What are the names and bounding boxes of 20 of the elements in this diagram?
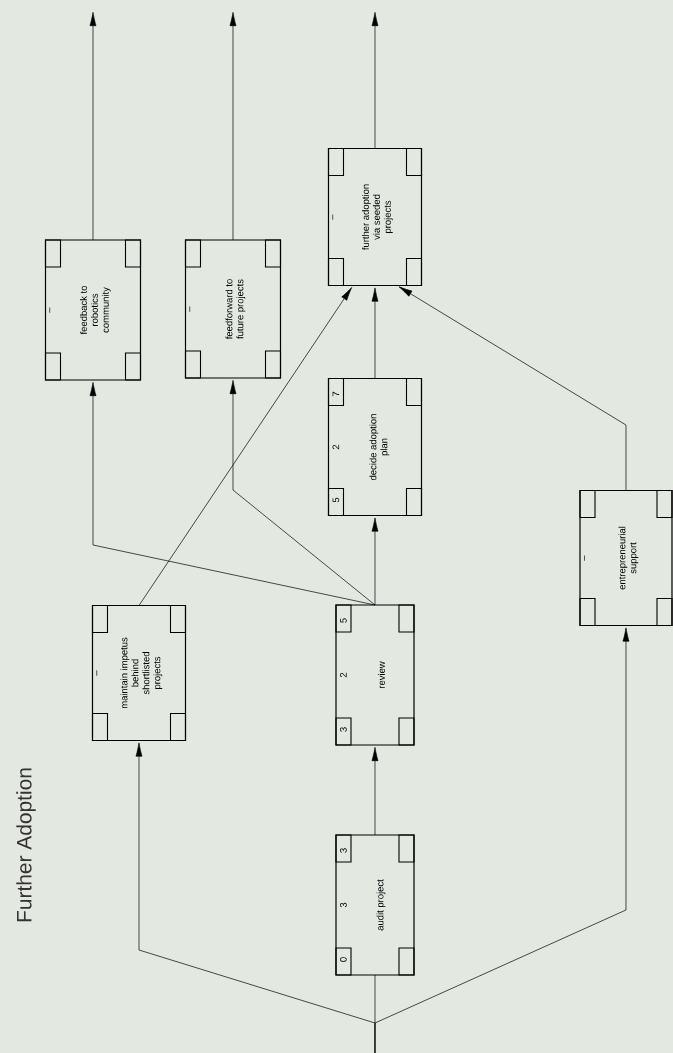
activity-box: – feedback to robotics community bbox=[44, 239, 142, 381]
arrow bbox=[89, 382, 376, 606]
arrow bbox=[374, 627, 630, 1053]
activity-box: – entrepreneurial support bbox=[579, 489, 673, 627]
arrow bbox=[89, 12, 97, 241]
activity-box: 0 3 3 audit project bbox=[335, 834, 415, 976]
activity-box: – feedforward to future projects bbox=[184, 239, 282, 379]
activity-box: – maintain impetus behind shortlisted projects bbox=[91, 604, 187, 742]
arrow bbox=[371, 747, 379, 836]
arrow bbox=[371, 287, 379, 379]
activity-box: 3 2 5 review bbox=[335, 604, 415, 746]
arrow bbox=[371, 12, 379, 149]
arrow bbox=[229, 12, 237, 241]
arrow bbox=[398, 286, 627, 491]
activity-box: 5 2 7 decide adoption plan bbox=[327, 377, 423, 517]
arrow bbox=[371, 517, 379, 606]
arrow bbox=[138, 287, 352, 606]
title: Further Adoption bbox=[16, 768, 36, 922]
arrow bbox=[229, 380, 376, 606]
activity-box: – further adoption via seeded projects bbox=[327, 147, 423, 287]
